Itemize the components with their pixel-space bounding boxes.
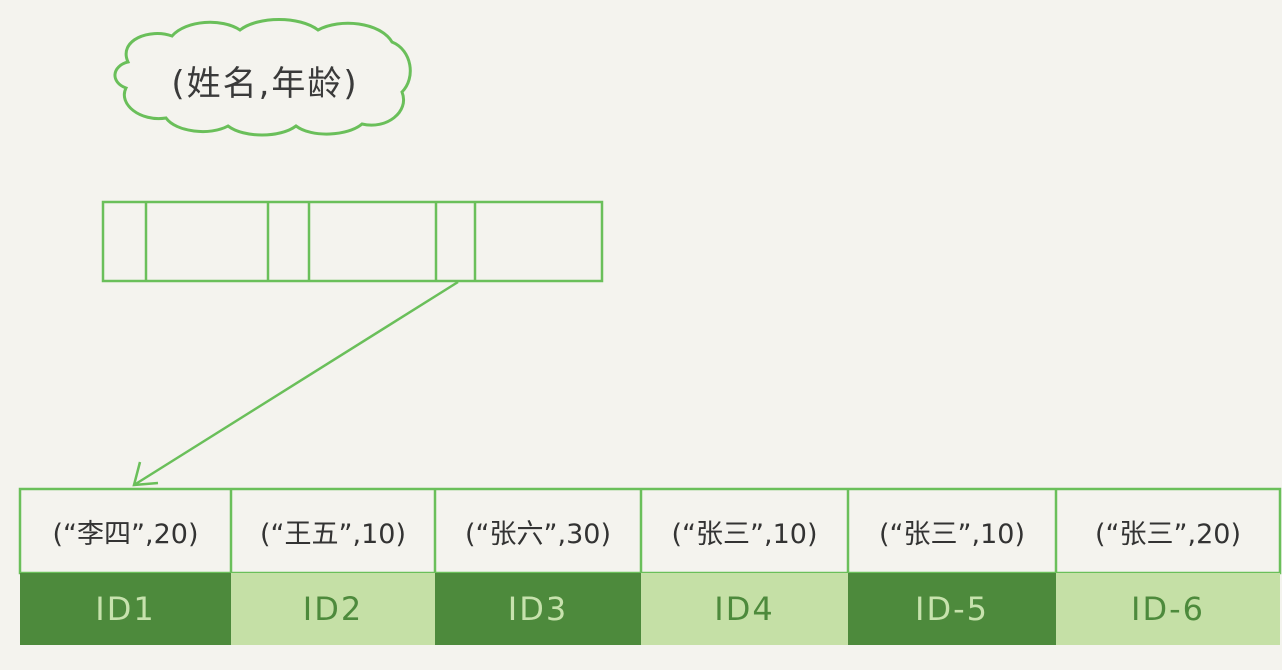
record-cell: (“张三”,10) xyxy=(671,518,818,550)
id-cell: ID4 xyxy=(641,573,848,645)
record-cell: (“王五”,10) xyxy=(260,518,406,550)
record-cell: (“张六”,30) xyxy=(465,518,611,550)
id-cell: ID-5 xyxy=(848,573,1056,645)
id-cell: ID1 xyxy=(20,573,231,645)
record-cell: (“李四”,20) xyxy=(52,518,199,550)
id-cell: ID3 xyxy=(435,573,641,645)
pointer-arrow xyxy=(132,280,459,487)
id-cell: ID2 xyxy=(231,573,435,645)
record-cell: (“张三”,10) xyxy=(879,518,1025,550)
id-cell: ID-6 xyxy=(1056,573,1280,645)
cloud-outline xyxy=(113,18,412,137)
index-entry-box xyxy=(101,200,604,283)
record-cell: (“张三”,20) xyxy=(1095,518,1241,550)
